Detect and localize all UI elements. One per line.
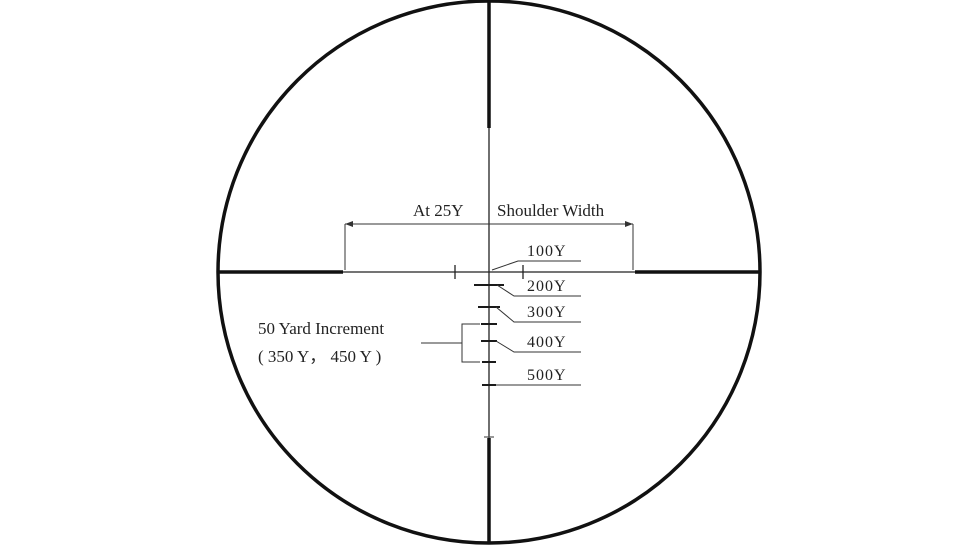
leader-300y xyxy=(495,306,581,323)
leader-200y xyxy=(496,284,581,297)
shoulder-width-label: Shoulder Width xyxy=(497,201,605,220)
increment-label: 50 Yard Increment xyxy=(258,319,384,338)
range-label-200y: 200Y xyxy=(527,278,567,295)
width-label-prefix: At 25Y xyxy=(413,201,464,220)
leader-400y xyxy=(495,340,581,353)
shoulder-width-arrow-left xyxy=(345,221,353,227)
leader-100y xyxy=(491,260,581,271)
increment-bracket xyxy=(461,323,480,363)
range-label-100y: 100Y xyxy=(527,243,567,260)
shoulder-width-arrow-right xyxy=(625,221,633,227)
increment-sub-label: ( 350 Y， 450 Y ) xyxy=(258,347,381,366)
range-label-400y: 400Y xyxy=(527,334,567,351)
range-label-500y: 500Y xyxy=(527,367,567,384)
range-label-300y: 300Y xyxy=(527,304,567,321)
